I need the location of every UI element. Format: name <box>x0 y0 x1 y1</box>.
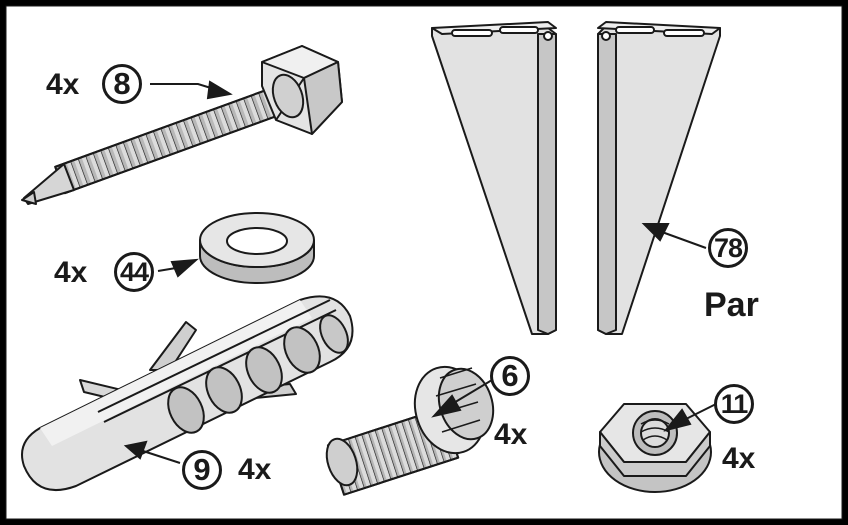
qty-part-78: Par <box>704 286 759 324</box>
qty-part-44: 4x <box>54 256 88 289</box>
callout-part-78: 78 <box>708 228 748 268</box>
callout-part-9: 9 <box>182 450 222 490</box>
callout-part-8: 8 <box>102 64 142 104</box>
bracket-right <box>597 21 721 335</box>
bracket-left <box>431 21 557 335</box>
callout-part-6: 6 <box>490 356 530 396</box>
leader-arrows <box>123 80 717 464</box>
qty-part-6: 4x <box>494 418 528 451</box>
callout-part-44: 44 <box>114 252 154 292</box>
qty-part-11: 4x <box>722 442 756 475</box>
wall-plug <box>21 295 354 491</box>
flat-washer <box>199 212 315 284</box>
callout-part-11: 11 <box>714 384 754 424</box>
flange-nut <box>598 403 712 493</box>
hex-bolt <box>21 45 343 205</box>
qty-part-8: 4x <box>46 68 80 101</box>
qty-part-9: 4x <box>238 453 272 486</box>
